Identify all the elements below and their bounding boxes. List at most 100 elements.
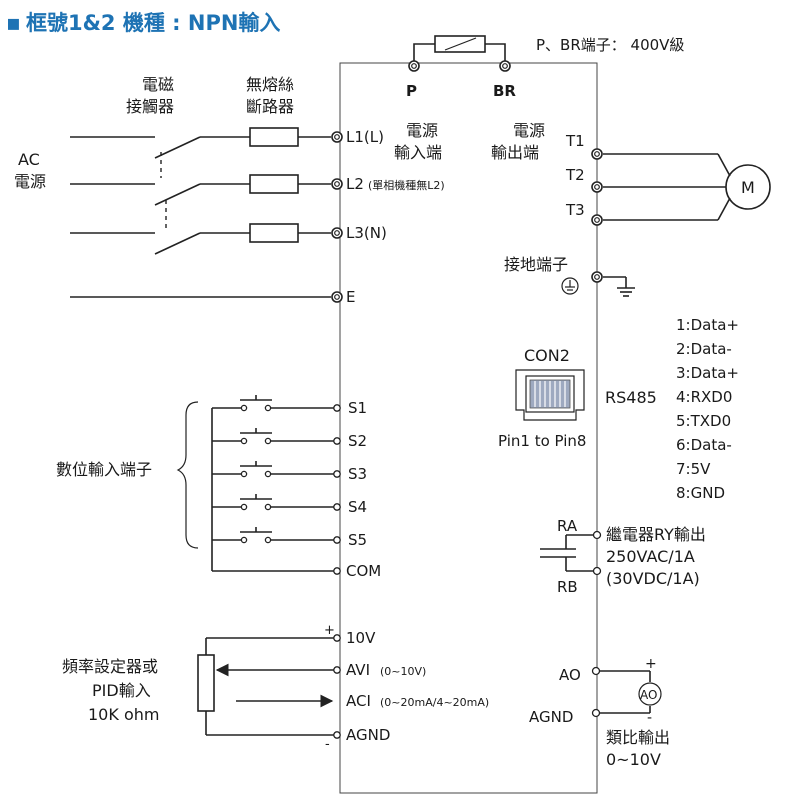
label-ao-agnd: AGND bbox=[529, 708, 573, 726]
terminal-s3 bbox=[333, 470, 341, 478]
con2-pin-range: Pin1 to Pin8 bbox=[498, 432, 586, 450]
terminal-s2 bbox=[333, 437, 341, 445]
input-line-l2 bbox=[70, 174, 331, 206]
terminal-10v bbox=[333, 634, 341, 642]
label-t1: T1 bbox=[565, 132, 585, 150]
power-out-label-1: 電源 bbox=[513, 121, 545, 140]
label-10v: 10V bbox=[346, 629, 376, 647]
pot-label-3: 10K ohm bbox=[88, 705, 159, 724]
label-rb: RB bbox=[557, 578, 578, 596]
label-l1: L1(L) bbox=[346, 128, 384, 146]
pin-item: 5:TXD0 bbox=[676, 412, 731, 430]
pin-item: 3:Data+ bbox=[676, 364, 739, 382]
potentiometer-wiring bbox=[197, 637, 334, 736]
input-line-l1 bbox=[70, 127, 331, 159]
label-br: BR bbox=[493, 82, 516, 100]
breaker-label-1: 無熔絲 bbox=[246, 75, 294, 94]
relay-line-2: 250VAC/1A bbox=[606, 547, 695, 566]
earth-icon bbox=[603, 276, 635, 297]
drive-enclosure bbox=[339, 62, 598, 794]
pin-list: 1:Data+ 2:Data- 3:Data+ 4:RXD0 5:TXD0 6:… bbox=[676, 316, 739, 502]
label-ra: RA bbox=[557, 517, 578, 535]
label-s3: S3 bbox=[348, 465, 367, 483]
title-bullet: ▪ bbox=[6, 11, 21, 36]
ground-symbol-icon bbox=[561, 277, 579, 295]
power-in-label-2: 輸入端 bbox=[394, 143, 442, 162]
power-out-label-2: 輸出端 bbox=[491, 143, 539, 162]
braking-resistor bbox=[413, 35, 506, 64]
ao-label-2: 0~10V bbox=[606, 750, 661, 769]
pin-item: 7:5V bbox=[676, 460, 711, 478]
terminal-rb bbox=[592, 566, 602, 576]
terminal-s1 bbox=[333, 404, 341, 412]
brace bbox=[176, 401, 199, 549]
terminal-avi bbox=[333, 666, 341, 674]
label-e: E bbox=[346, 288, 355, 306]
pbr-note: P、BR端子： 400V級 bbox=[536, 36, 684, 54]
switch-s4 bbox=[212, 494, 334, 511]
terminal-s5 bbox=[333, 536, 341, 544]
pin-item: 1:Data+ bbox=[676, 316, 739, 334]
label-s1: S1 bbox=[348, 399, 367, 417]
contactor-label-1: 電磁 bbox=[142, 75, 174, 94]
label-avi: AVI bbox=[346, 661, 370, 679]
contactor-label-2: 接觸器 bbox=[126, 97, 174, 116]
switch-s2 bbox=[212, 428, 334, 445]
plus-10v: + bbox=[324, 623, 335, 638]
terminal-s4 bbox=[333, 503, 341, 511]
ao-wiring bbox=[600, 670, 651, 714]
ground-label: 接地端子 bbox=[504, 255, 568, 274]
rs485-label: RS485 bbox=[605, 388, 657, 407]
power-in-label-1: 電源 bbox=[406, 121, 438, 140]
relay-contact bbox=[540, 534, 597, 572]
label-p: P bbox=[406, 82, 417, 100]
breaker-label-2: 斷路器 bbox=[246, 97, 294, 116]
motor-wiring bbox=[603, 153, 731, 221]
label-l2-note: (單相機種無L2) bbox=[368, 178, 445, 192]
pin-item: 2:Data- bbox=[676, 340, 732, 358]
digital-label: 數位輸入端子 bbox=[56, 460, 152, 479]
terminal-ao-agnd bbox=[591, 708, 601, 718]
label-ao: AO bbox=[559, 666, 581, 684]
terminal-com bbox=[333, 567, 341, 575]
terminal-agnd bbox=[333, 731, 341, 739]
page-title: 框號1&2 機種 : NPN輸入 bbox=[26, 11, 280, 35]
pin-item: 8:GND bbox=[676, 484, 725, 502]
rj45-port-icon bbox=[515, 369, 585, 421]
pin-item: 4:RXD0 bbox=[676, 388, 732, 406]
label-l2: L2 bbox=[346, 175, 364, 193]
ao-plus: + bbox=[645, 656, 657, 672]
input-line-l3 bbox=[70, 223, 331, 255]
ac-label-2: 電源 bbox=[14, 172, 46, 191]
switch-s1 bbox=[212, 395, 334, 412]
label-agnd: AGND bbox=[346, 726, 390, 744]
ao-label-1: 類比輸出 bbox=[606, 728, 670, 747]
label-aci-note: (0~20mA/4~20mA) bbox=[380, 696, 489, 709]
relay-line-3: (30VDC/1A) bbox=[606, 569, 700, 588]
motor-label: M bbox=[741, 178, 755, 197]
label-l3: L3(N) bbox=[346, 224, 387, 242]
label-s5: S5 bbox=[348, 531, 367, 549]
label-t3: T3 bbox=[565, 201, 585, 219]
terminal-ra bbox=[592, 530, 602, 540]
switch-s5 bbox=[212, 527, 334, 544]
label-s2: S2 bbox=[348, 432, 367, 450]
ao-minus: - bbox=[647, 710, 652, 726]
label-avi-note: (0~10V) bbox=[380, 665, 426, 678]
minus-agnd: - bbox=[325, 737, 330, 752]
ac-label-1: AC bbox=[18, 150, 40, 169]
label-com: COM bbox=[346, 562, 381, 580]
label-aci: ACI bbox=[346, 692, 371, 710]
label-t2: T2 bbox=[565, 166, 585, 184]
pin-item: 6:Data- bbox=[676, 436, 732, 454]
pot-label-2: PID輸入 bbox=[92, 681, 151, 700]
motor-icon bbox=[725, 164, 771, 210]
terminal-ao bbox=[591, 666, 601, 676]
label-s4: S4 bbox=[348, 498, 367, 516]
relay-line-1: 繼電器RY輸出 bbox=[606, 525, 706, 544]
meter-icon bbox=[638, 682, 662, 706]
con2-label: CON2 bbox=[524, 346, 570, 365]
switch-s3 bbox=[212, 461, 334, 478]
pot-label-1: 頻率設定器或 bbox=[62, 657, 158, 676]
